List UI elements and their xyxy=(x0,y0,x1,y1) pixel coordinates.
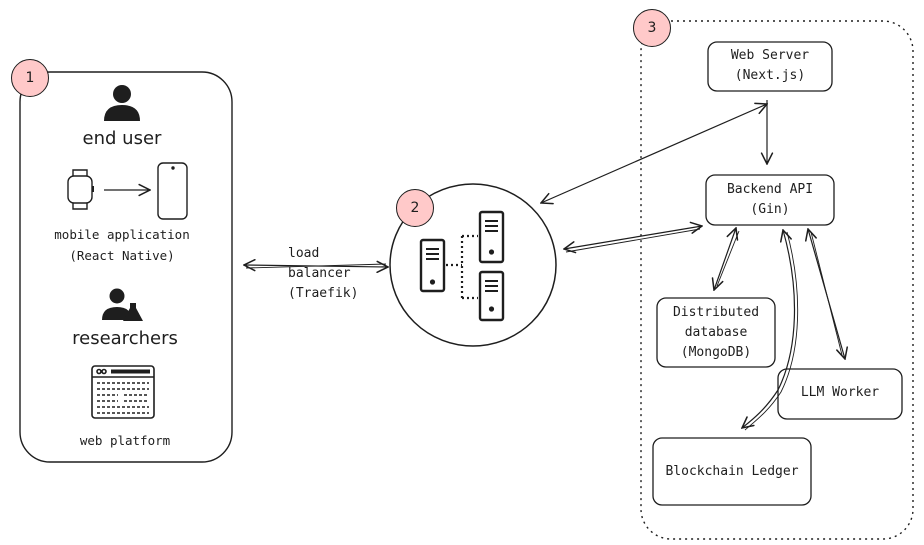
web-platform-icon xyxy=(91,365,155,419)
smartwatch-icon xyxy=(67,169,94,210)
researcher-icon xyxy=(102,288,143,321)
web-server-label-line2: (Next.js) xyxy=(734,68,806,83)
load-balancer-label-line2: balancer xyxy=(288,266,351,281)
lb-to-backend-arrow xyxy=(564,226,702,249)
backend-to-database-arrow xyxy=(714,228,736,290)
client-panel xyxy=(19,71,233,463)
web-platform-label: web platform xyxy=(79,433,171,448)
database-label-line1: Distributed xyxy=(672,305,760,320)
researchers-label: researchers xyxy=(72,328,178,349)
server-icon-main xyxy=(419,238,446,293)
web-server-box xyxy=(707,41,833,92)
smartphone-icon xyxy=(157,162,188,220)
user-icon xyxy=(104,85,140,121)
load-balancer-label-line3: (Traefik) xyxy=(288,286,359,301)
server-icon-top xyxy=(478,210,505,264)
web-server-label-line1: Web Server xyxy=(730,48,810,63)
server-dotted-links xyxy=(446,234,478,300)
badge-load-balancer: 2 xyxy=(396,189,434,227)
backend-container xyxy=(640,20,914,540)
llm-worker-label: LLM Worker xyxy=(800,385,880,400)
badge-backend: 3 xyxy=(633,9,671,47)
load-balancer-label-line1: load xyxy=(288,246,320,261)
mobile-app-label-line1: mobile application xyxy=(54,227,190,242)
web-server-label: Web Server (Next.js) xyxy=(708,46,832,86)
blockchain-box xyxy=(652,437,812,506)
load-balancer-label: load balancer (Traefik) xyxy=(288,244,378,304)
lb-to-webserver-arrow xyxy=(541,104,767,203)
backend-to-blockchain-arrow xyxy=(742,230,796,428)
load-balancer-circle xyxy=(389,183,557,347)
database-label-line2: database xyxy=(684,325,748,340)
end-user-label: end user xyxy=(82,128,162,149)
server-icon-bottom xyxy=(478,270,505,322)
mobile-app-label-line2: (React Native) xyxy=(69,248,175,263)
database-label: Distributed database (MongoDB) xyxy=(657,303,775,363)
backend-api-label-line2: (Gin) xyxy=(750,202,790,217)
badge-clients: 1 xyxy=(11,59,49,97)
blockchain-label: Blockchain Ledger xyxy=(665,464,799,479)
backend-api-label: Backend API (Gin) xyxy=(706,180,834,220)
mobile-app-label: mobile application (React Native) xyxy=(42,224,202,266)
database-label-line3: (MongoDB) xyxy=(680,345,752,360)
backend-api-label-line1: Backend API xyxy=(726,182,814,197)
